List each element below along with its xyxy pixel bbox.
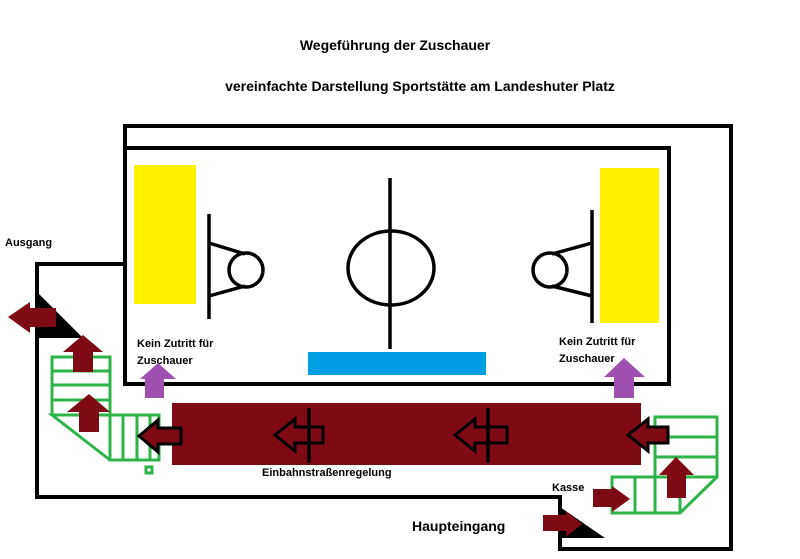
no-access-arrow-right bbox=[604, 358, 645, 398]
goal-zone-right bbox=[600, 168, 659, 323]
no-access-left-line1: Kein Zutritt für bbox=[137, 338, 214, 350]
stairs-up-arrow-left-2 bbox=[67, 394, 110, 432]
ticket-office-label: Kasse bbox=[552, 482, 584, 494]
direction-arrow-outline-1 bbox=[272, 408, 325, 463]
direction-arrow-outline-2 bbox=[452, 408, 509, 463]
basket-left bbox=[207, 214, 265, 319]
stairs-up-arrow-right bbox=[659, 457, 694, 498]
kasse-arrow bbox=[593, 486, 630, 512]
corridor-entry-arrow bbox=[625, 415, 670, 455]
no-access-arrow-left bbox=[140, 363, 176, 398]
no-access-right-line2: Zuschauer bbox=[559, 353, 615, 365]
team-bench bbox=[308, 352, 486, 375]
corridor-exit-arrow bbox=[136, 416, 183, 456]
stairs-up-arrow-left-1 bbox=[63, 335, 103, 372]
basket-right bbox=[531, 210, 594, 323]
main-entrance-arrow bbox=[543, 511, 582, 537]
one-way-label: Einbahnstraßenregelung bbox=[262, 467, 392, 479]
stairs-left bbox=[47, 355, 161, 475]
exit-arrow bbox=[8, 302, 56, 333]
court bbox=[123, 146, 671, 386]
one-way-corridor bbox=[172, 403, 641, 465]
exit-label: Ausgang bbox=[5, 237, 52, 249]
goal-zone-left bbox=[134, 165, 196, 304]
diagram-title: Wegeführung der Zuschauer bbox=[300, 37, 491, 53]
no-access-left-line2: Zuschauer bbox=[137, 355, 193, 367]
diagram-subtitle: vereinfachte Darstellung Sportstätte am … bbox=[225, 78, 615, 94]
center-circle bbox=[346, 229, 436, 307]
no-access-right-line1: Kein Zutritt für bbox=[559, 336, 636, 348]
main-entrance-label: Haupteingang bbox=[412, 518, 505, 534]
